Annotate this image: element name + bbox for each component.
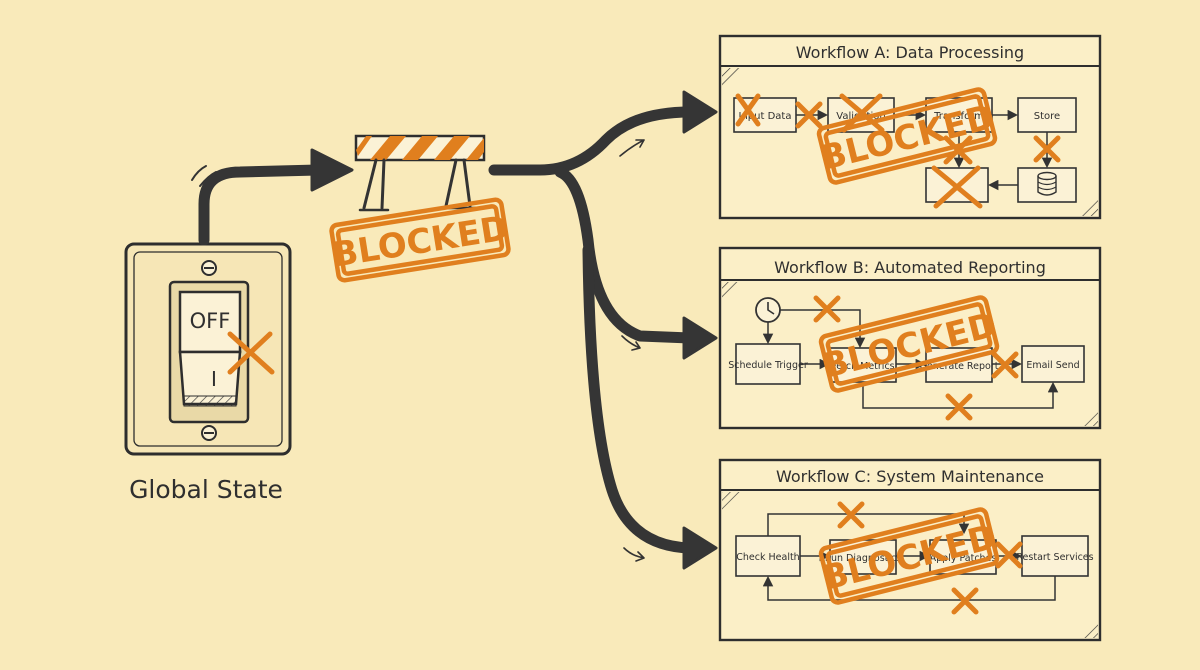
workflow-node: Email Send (1021, 345, 1085, 383)
barrier-icon (354, 134, 486, 212)
workflow-node: Check Health (735, 535, 801, 577)
svg-text:Input Data: Input Data (739, 111, 792, 122)
cross-icon (227, 331, 275, 375)
svg-text:Transform: Transform (933, 111, 984, 122)
svg-text:Apply Patches: Apply Patches (930, 553, 997, 564)
power-switch-icon[interactable]: OFF I (178, 290, 242, 407)
svg-text:Restart Services: Restart Services (1016, 552, 1093, 563)
svg-text:Store: Store (1034, 111, 1060, 122)
workflow-panel-c: Workflow C: System Maintenance Check Hea… (718, 458, 1102, 642)
global-switch: OFF I Global State (124, 165, 292, 504)
workflow-title: Workflow C: System Maintenance (776, 467, 1044, 486)
workflow-node (1017, 167, 1077, 203)
database-icon (1037, 171, 1057, 196)
switch-caption: Global State (129, 475, 283, 504)
workflow-node: Store (1017, 97, 1077, 133)
switch-on-label: I (211, 367, 217, 391)
workflow-title: Workflow B: Automated Reporting (774, 258, 1046, 277)
svg-text:Run Diagnostics: Run Diagnostics (825, 553, 901, 564)
svg-text:Fetch Metrics: Fetch Metrics (831, 361, 894, 372)
barrier-blocked-stamp: BLOCKED (329, 197, 511, 283)
workflow-panel-a: Workflow A: Data Processing Input Data V… (718, 34, 1102, 220)
branch-arrows (488, 90, 718, 570)
workflow-title: Workflow A: Data Processing (796, 43, 1024, 62)
screw-icon (201, 260, 217, 276)
cross-icon (735, 93, 1061, 209)
workflow-node: Schedule Trigger (728, 343, 808, 385)
clock-icon (755, 297, 781, 323)
svg-text:Generate Report: Generate Report (920, 361, 999, 372)
svg-text:Schedule Trigger: Schedule Trigger (728, 360, 808, 371)
workflow-node: Restart Services (1016, 535, 1094, 577)
workflow-panel-b: Workflow B: Automated Reporting Schedule… (718, 246, 1102, 430)
switch-off-label: OFF (190, 309, 231, 333)
cross-icon (813, 295, 1019, 421)
svg-text:Email Send: Email Send (1026, 360, 1079, 371)
arrow-to-barrier (198, 148, 354, 246)
cross-icon (837, 501, 1023, 615)
svg-text:Check Health: Check Health (736, 552, 799, 563)
screw-icon (201, 425, 217, 441)
